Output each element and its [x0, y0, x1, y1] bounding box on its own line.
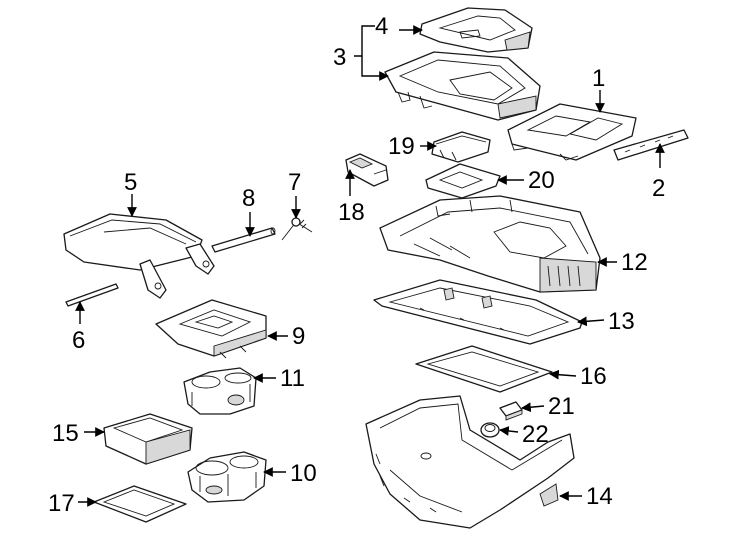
part-2-trim-strip [613, 129, 689, 161]
callout-18: 18 [338, 199, 365, 226]
part-1-cupholder-bezel [507, 103, 637, 161]
callout-19: 19 [388, 133, 415, 160]
part-21-button [499, 401, 523, 421]
part-19-control-module [431, 131, 491, 163]
callout-16: 16 [580, 363, 607, 390]
callout-labels: 4 3 1 2 19 18 20 12 13 16 21 22 14 5 6 8… [48, 13, 665, 517]
callout-8: 8 [242, 185, 255, 212]
callout-9: 9 [292, 323, 305, 350]
part-6-pin [65, 283, 119, 307]
part-11-cupholder [183, 367, 257, 415]
leader-lines [75, 25, 665, 507]
callout-11: 11 [280, 365, 305, 392]
part-14-lower-housing [365, 395, 575, 529]
leader-3-bottom [361, 56, 389, 81]
part-4-console-lid-insert [419, 7, 533, 53]
callout-20: 20 [528, 167, 555, 194]
part-9-cupholder-trim [155, 299, 267, 359]
callout-14: 14 [586, 483, 613, 510]
callout-3: 3 [333, 44, 346, 71]
leader-13 [577, 316, 605, 327]
part-7-spring [281, 217, 313, 241]
part-18-switch [345, 153, 389, 187]
leader-3-top [354, 25, 375, 57]
part-22-plug [480, 422, 500, 438]
callout-4: 4 [375, 13, 388, 40]
callout-21: 21 [548, 393, 575, 420]
part-15-storage-tray [103, 413, 193, 465]
leader-22 [499, 426, 519, 436]
callout-12: 12 [621, 249, 648, 276]
callout-22: 22 [522, 421, 549, 448]
part-5-armrest [63, 213, 215, 299]
callout-10: 10 [290, 460, 317, 487]
callout-7: 7 [288, 169, 301, 196]
part-12-console-base [379, 195, 601, 293]
callout-6: 6 [72, 327, 85, 354]
callout-15: 15 [52, 420, 79, 447]
part-17-mat [93, 485, 187, 523]
callout-2: 2 [652, 175, 665, 202]
callout-1: 1 [592, 65, 605, 92]
callout-17: 17 [48, 490, 75, 517]
part-20-bracket [425, 163, 501, 199]
part-8-rod [211, 227, 276, 253]
part-13-base-plate [373, 279, 583, 345]
leader-21 [521, 402, 545, 413]
callout-5: 5 [124, 169, 137, 196]
part-16-mat [415, 345, 553, 393]
callout-13: 13 [608, 308, 635, 335]
part-3-upper-storage-tray [384, 51, 541, 121]
part-10-cupholder-lower [187, 451, 267, 503]
leader-16 [549, 369, 577, 380]
